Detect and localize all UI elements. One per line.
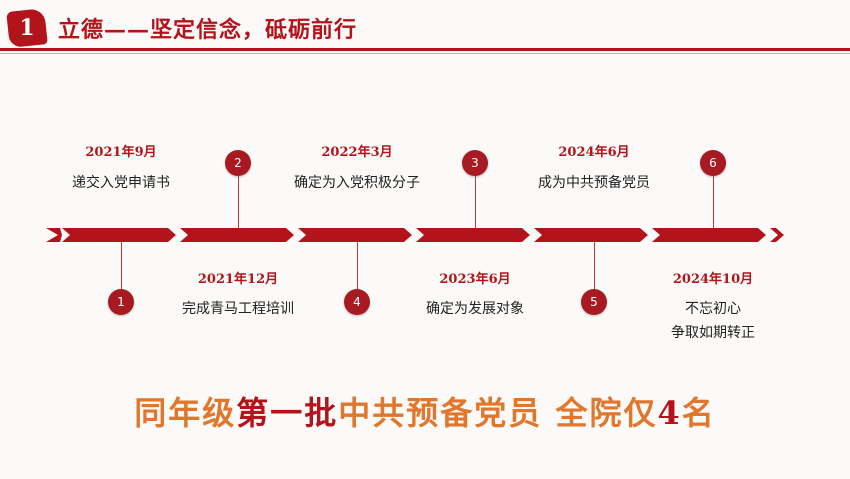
milestone-date-5: 2024年6月 xyxy=(558,145,630,160)
milestone-text-6-line2: 争取如期转正 xyxy=(671,325,755,341)
slogan-part-3: 中共预备党员 全院仅 xyxy=(338,394,658,432)
slogan-part-4: 4 xyxy=(657,394,682,432)
connector-line xyxy=(713,176,714,228)
milestone-marker-6: 6 xyxy=(700,150,726,176)
milestone-date-2: 2021年12月 xyxy=(197,272,279,287)
arrow-segment xyxy=(534,228,648,242)
slogan-part-2: 第一批 xyxy=(236,394,339,432)
connector-line xyxy=(121,242,122,290)
header: 1 立德——坚定信念，砥砺前行 xyxy=(0,0,850,60)
milestone-marker-4: 3 xyxy=(462,150,488,176)
arrow-segment xyxy=(298,228,412,242)
milestone-marker-1: 1 xyxy=(108,289,134,315)
arrow-segment xyxy=(652,228,766,242)
header-divider xyxy=(0,48,850,54)
milestone-text-4: 确定为发展对象 xyxy=(426,301,524,317)
milestone-text-6-line1: 不忘初心 xyxy=(685,301,741,317)
milestone-marker-2: 2 xyxy=(225,150,251,176)
milestone-marker-5: 5 xyxy=(581,289,607,315)
slogan-part-1: 同年级 xyxy=(134,394,237,432)
milestone-date-4: 2023年6月 xyxy=(439,272,511,287)
milestone-date-3: 2022年3月 xyxy=(321,145,393,160)
milestone-date-1: 2021年9月 xyxy=(85,145,157,160)
milestone-text-3: 确定为入党积极分子 xyxy=(294,175,420,191)
connector-line xyxy=(357,242,358,290)
connector-line xyxy=(475,176,476,228)
connector-line xyxy=(594,242,595,290)
arrow-segment xyxy=(62,228,176,242)
arrow-tip xyxy=(770,228,784,242)
milestone-date-6: 2024年10月 xyxy=(672,272,754,287)
milestone-text-5: 成为中共预备党员 xyxy=(538,175,650,191)
achievement-slogan: 同年级第一批中共预备党员 全院仅4名 xyxy=(0,388,850,434)
milestone-text-2: 完成青马工程培训 xyxy=(182,301,294,317)
connector-line xyxy=(238,176,239,228)
milestone-marker-3: 4 xyxy=(344,289,370,315)
slogan-part-5: 名 xyxy=(681,394,716,432)
arrow-segment xyxy=(416,228,530,242)
milestone-text-1: 递交入党申请书 xyxy=(72,175,170,191)
arrow-segment xyxy=(46,228,62,242)
page-title: 立德——坚定信念，砥砺前行 xyxy=(58,17,358,43)
arrow-segment xyxy=(180,228,294,242)
